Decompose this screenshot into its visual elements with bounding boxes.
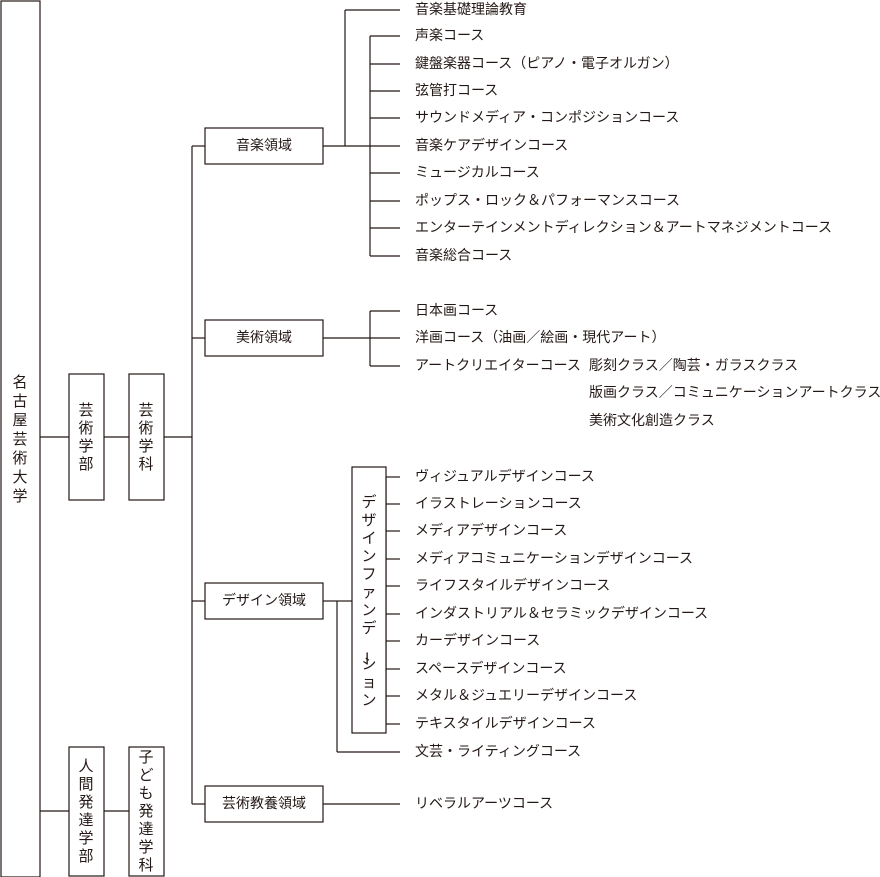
foundation-box — [351, 466, 387, 734]
course-fine-0: 日本画コース — [415, 303, 498, 319]
department-box-human — [128, 746, 165, 877]
course-design-0: ヴィジュアルデザインコース — [415, 468, 595, 485]
course-fine-1: 洋画コース（油画／絵画・現代アート） — [415, 330, 665, 346]
course-design-2: メディアデザインコース — [415, 522, 567, 539]
domain-name-design: デザイン領域 — [222, 592, 306, 609]
course-music-1: 声楽コース — [415, 28, 484, 44]
course-design-6: カーデザインコース — [415, 632, 540, 649]
course-music-6: ミュージカルコース — [415, 165, 540, 181]
faculty-box-art — [68, 373, 105, 501]
department-name-art: 芸術学科 — [138, 401, 153, 473]
department-box-art — [128, 373, 165, 501]
course-design-5: インダストリアル＆セラミックデザインコース — [415, 605, 708, 622]
domain-box-fine — [204, 319, 324, 357]
course-music-5: 音楽ケアデザインコース — [415, 137, 568, 154]
course-music-8: エンターテインメントディレクション＆アートマネジメントコース — [415, 219, 832, 236]
course-music-9: 音楽総合コース — [415, 247, 512, 264]
domain-name-music: 音楽領域 — [236, 137, 292, 154]
course-design-4: ライフスタイルデザインコース — [415, 577, 610, 594]
university-box — [0, 0, 41, 877]
course-liberal-0: リベラルアーツコース — [415, 796, 553, 812]
course-design-1: イラストレーションコース — [415, 496, 582, 512]
course-music-3: 弦管打コース — [415, 82, 498, 99]
domain-box-music — [204, 127, 324, 165]
department-name-human: 子ども発達学科 — [138, 748, 153, 874]
domain-name-liberal: 芸術教養領域 — [222, 795, 306, 812]
course-design-9: テキスタイルデザインコース — [415, 715, 596, 732]
class-fine-0: 彫刻クラス／陶芸・ガラスクラス — [589, 358, 798, 374]
university-name: 名古屋芸術大学 — [12, 373, 27, 505]
course-design-3: メディアコミュニケーションデザインコース — [415, 550, 693, 567]
course-music-0: 音楽基礎理論教育 — [415, 1, 527, 18]
course-music-4: サウンドメディア・コンポジションコース — [415, 109, 679, 126]
faculty-box-human — [68, 746, 105, 877]
faculty-name-art: 芸術学部 — [78, 401, 93, 473]
course-music-2: 鍵盤楽器コース（ピアノ・電子オルガン） — [415, 56, 679, 72]
foundation-name: デザインファンデーション — [357, 493, 376, 709]
domain-box-liberal — [204, 785, 324, 823]
course-design-8: メタル＆ジュエリーデザインコース — [415, 687, 637, 704]
domain-box-design — [204, 582, 324, 620]
class-fine-2: 美術文化創造クラス — [589, 413, 715, 429]
course-fine-2: アートクリエイターコース — [415, 358, 581, 374]
class-fine-1: 版画クラス／コミュニケーションアートクラス — [589, 385, 880, 401]
domain-name-fine: 美術領域 — [236, 329, 292, 346]
faculty-name-human: 人間発達学部 — [78, 757, 93, 865]
course-design-7: スペースデザインコース — [415, 660, 567, 677]
boxes-layer — [0, 0, 387, 877]
course-design-extra: 文芸・ライティングコース — [415, 744, 581, 760]
course-music-7: ポップス・ロック＆パフォーマンスコース — [415, 193, 680, 209]
